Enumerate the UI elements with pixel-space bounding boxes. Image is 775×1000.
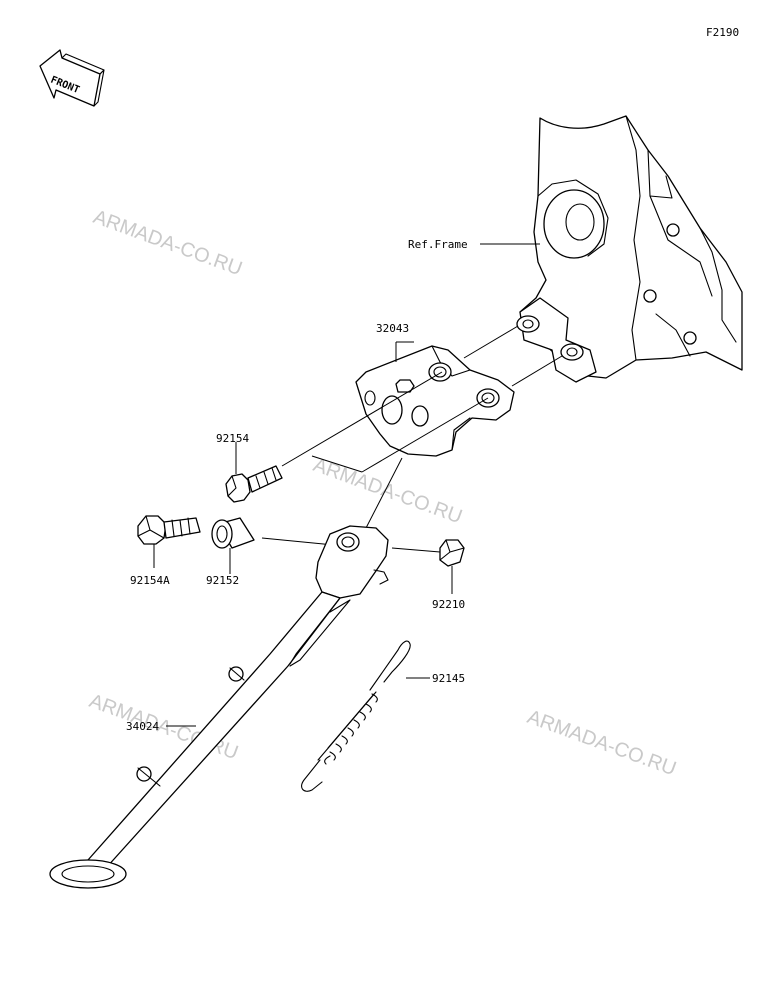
- align-line-nut: [391, 547, 441, 553]
- bolt-92154: [225, 465, 283, 503]
- bracket-32043: [355, 345, 515, 457]
- spring-92145: [301, 640, 411, 792]
- watermark-1: ARMADA-CO.RU: [90, 206, 245, 280]
- front-arrow-icon: FRONT: [39, 49, 105, 107]
- label-92152: 92152: [206, 574, 239, 587]
- reference-frame: [516, 115, 743, 383]
- label-34024: 34024: [126, 720, 159, 733]
- nut-92210: [439, 539, 465, 567]
- align-line-upper: [463, 325, 519, 359]
- side-stand-34024: [49, 457, 403, 889]
- bolt-92154A: [137, 515, 201, 545]
- label-92154A: 92154A: [130, 574, 170, 587]
- figure-code: F2190: [706, 26, 739, 39]
- align-line-bolt-upper: [281, 371, 443, 467]
- align-line-bolt-lower-b: [361, 397, 489, 473]
- label-ref-frame: Ref.Frame: [408, 238, 468, 251]
- collar-92152: [211, 517, 255, 549]
- label-32043: 32043: [376, 322, 409, 335]
- label-92154: 92154: [216, 432, 249, 445]
- watermark-3: ARMADA-CO.RU: [310, 454, 465, 528]
- align-line-bolt-lower-a: [311, 455, 363, 473]
- label-92210: 92210: [432, 598, 465, 611]
- watermark-5: ARMADA-CO.RU: [524, 706, 679, 780]
- label-92145: 92145: [432, 672, 465, 685]
- align-line-lower: [511, 355, 563, 387]
- align-line-stand-bracket: [365, 457, 403, 529]
